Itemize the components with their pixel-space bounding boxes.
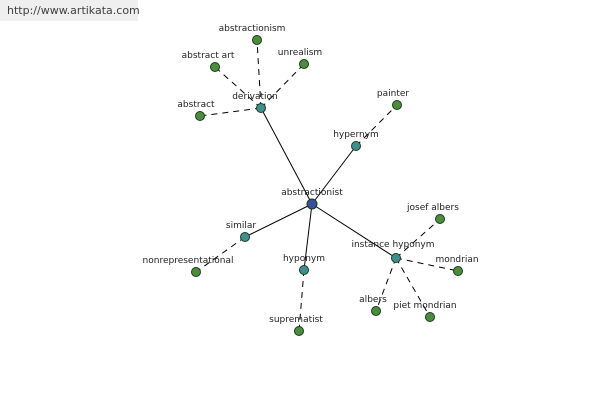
label-abstractionist: abstractionist [281,188,343,198]
site-url-link[interactable]: http://www.artikata.com [0,0,140,21]
node-mondrian[interactable] [453,266,463,276]
edge-similar [244,203,313,238]
node-hypernym[interactable] [351,141,361,151]
edges-layer [195,39,459,332]
node-albers[interactable] [371,306,381,316]
node-josef-albers[interactable] [435,214,445,224]
label-hypernym: hypernym [333,130,379,140]
label-similar: similar [226,221,256,231]
label-mondrian: mondrian [435,255,478,265]
label-suprematist: suprematist [269,315,323,325]
edge-hyponym [303,203,313,271]
node-hyponym[interactable] [299,265,309,275]
label-unrealism: unrealism [278,48,322,58]
label-piet-mondrian: piet mondrian [393,301,456,311]
edge-similar-nonrepresentational [195,236,246,273]
label-hyponym: hyponym [283,254,325,264]
node-suprematist[interactable] [294,326,304,336]
label-painter: painter [377,89,409,99]
node-unrealism[interactable] [299,59,309,69]
edge-instance-hyponym-albers [375,257,397,312]
edge-hypernym [311,145,357,205]
edge-instance-hyponym [311,203,397,259]
edge-hypernym-painter [355,104,398,147]
node-abstract[interactable] [195,111,205,121]
label-josef-albers: josef albers [406,203,459,213]
edge-derivation [260,107,313,205]
edge-instance-hyponym-piet-mondrian [395,257,431,318]
node-derivation[interactable] [256,103,266,113]
node-painter[interactable] [392,100,402,110]
nodes-layer [191,35,463,336]
node-similar[interactable] [240,232,250,242]
node-instance-hyponym[interactable] [391,253,401,263]
node-abstractionist[interactable] [306,198,318,210]
label-instance-hyponym: instance hyponym [351,240,434,250]
node-piet-mondrian[interactable] [425,312,435,322]
label-abstract-art: abstract art [182,51,235,61]
edge-derivation-abstractionism [256,39,262,109]
edge-instance-hyponym-josef-albers [395,218,441,259]
label-abstractionism: abstractionism [219,24,286,34]
node-abstractionism[interactable] [252,35,262,45]
labels-layer: abstractionist derivation hypernym similar h… [143,24,479,325]
node-abstract-art[interactable] [210,62,220,72]
label-derivation: derivation [232,92,278,102]
label-nonrepresentational: nonrepresentational [143,256,234,266]
node-nonrepresentational[interactable] [191,267,201,277]
label-albers: albers [359,295,387,305]
label-abstract: abstract [177,100,215,110]
